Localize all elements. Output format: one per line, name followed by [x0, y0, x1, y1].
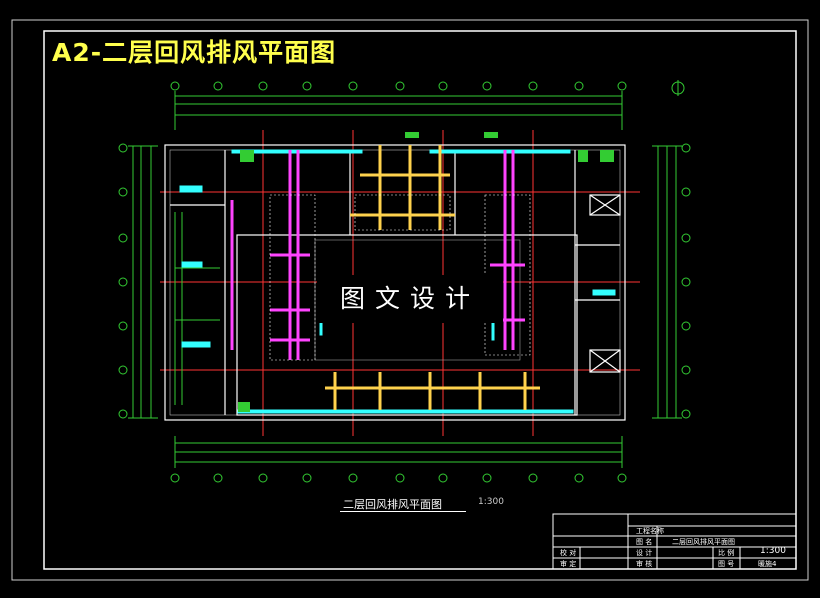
axis-lines [160, 130, 640, 436]
title-block-ratio-label: 比 例 [718, 549, 735, 557]
bottom-grid-bubbles [170, 473, 627, 483]
right-dimension-lines [652, 145, 682, 419]
exhaust-ducts [325, 145, 540, 410]
plan-scale: 1:300 [478, 497, 504, 507]
left-dimension-lines [128, 145, 158, 419]
title-block-drawn-label: 校 对 [560, 549, 577, 557]
inner-sheet-border [43, 30, 797, 570]
title-block-design-label: 设 计 [636, 549, 653, 557]
top-grid-bubbles [170, 81, 627, 91]
plan-caption: 二层回风排风平面图 [343, 498, 442, 511]
left-grid-bubbles [118, 143, 128, 419]
return-ducts [230, 150, 525, 360]
bottom-dimension-lines [174, 436, 623, 468]
watermark-label: 图文设计 [317, 275, 503, 323]
outer-sheet-border [11, 19, 809, 581]
plan-caption-underline [340, 511, 466, 512]
drawing-title: A2-二层回风排风平面图 [52, 38, 337, 67]
title-block-sheet-value: 暖施4 [758, 560, 777, 568]
title-block-project-label: 工程名称 [636, 527, 664, 535]
building-walls [164, 144, 626, 421]
title-block-sheet-label: 图 号 [718, 560, 735, 568]
title-block-ratio-value: 1:300 [760, 546, 786, 556]
title-block-drawing-name-label: 图 名 [636, 538, 653, 546]
top-dimension-lines [174, 91, 623, 130]
title-block-check-label: 审 核 [636, 560, 653, 568]
north-arrow-icon [671, 80, 685, 96]
interior-green-lines [174, 212, 220, 405]
title-block-approved-label: 审 定 [560, 560, 577, 568]
title-block-drawing-name: 二层回风排风平面图 [672, 538, 735, 546]
right-grid-bubbles [681, 143, 691, 419]
annotation-marks [238, 132, 614, 412]
